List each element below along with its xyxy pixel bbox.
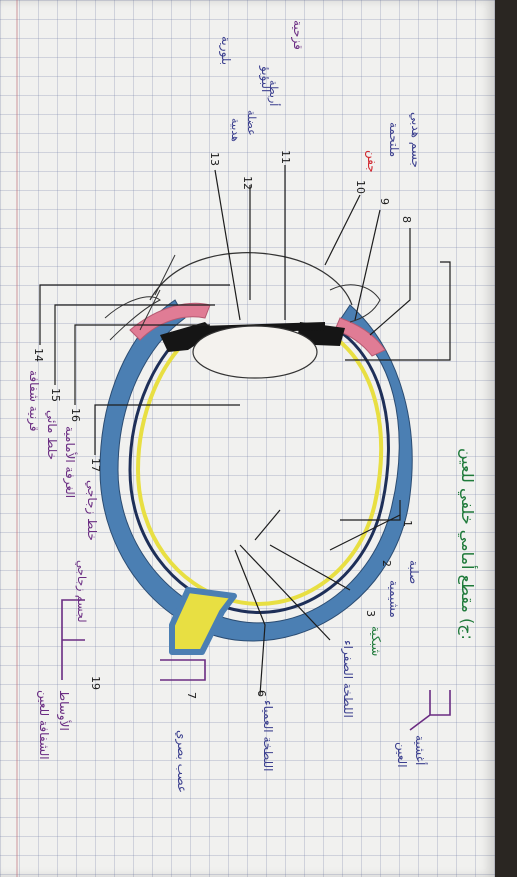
brackets xyxy=(62,600,450,730)
num-10: 10 xyxy=(354,180,367,194)
diagram-title: ج) مقطع أمامي خلفي للعين: xyxy=(457,448,478,640)
num-14: 14 xyxy=(32,348,45,362)
label-macula: اللطخة الصفراء xyxy=(340,640,355,718)
label-conjunctiva: ملتحمة xyxy=(387,122,401,157)
num-17: 17 xyxy=(89,458,102,472)
label-vitreous-body: لجسم زجاجي xyxy=(75,560,88,623)
num-13: 13 xyxy=(208,152,221,166)
eye-drawing xyxy=(100,253,412,652)
label-lens: بلورية xyxy=(218,36,233,65)
label-blind-spot: اللطخة العمياء xyxy=(261,700,275,771)
label-media: الأوساط xyxy=(56,690,72,731)
lens xyxy=(193,326,317,378)
num-19: 19 xyxy=(89,676,102,690)
label-eyelid: جفن xyxy=(364,150,379,173)
num-16: 16 xyxy=(69,408,82,422)
num-3: 3 xyxy=(364,610,377,617)
label-ciliary: هدبية xyxy=(229,118,242,142)
num-6: 6 xyxy=(255,690,268,697)
label-ligaments: أربطة xyxy=(267,80,281,106)
label-cornea: قرنية شفافة xyxy=(26,370,41,432)
label-iris: قزحية xyxy=(290,20,305,50)
label-sclera: صلبة xyxy=(407,560,421,584)
label-optic-nerve: عصب بصري xyxy=(174,730,189,793)
label-choroid: مشيمية xyxy=(387,580,401,618)
num-15: 15 xyxy=(49,388,62,402)
label-aqueous-humor: خلط مائي xyxy=(45,410,59,460)
label-membranes-eye: العين xyxy=(394,742,409,768)
label-retina: شبكية xyxy=(369,626,383,656)
label-membranes: أغشية xyxy=(413,735,428,765)
label-ciliary-body: جسم هدبي xyxy=(409,112,423,168)
label-media-eye: الشفافة للعين xyxy=(36,690,51,760)
num-1: 1 xyxy=(401,520,414,527)
bracket-optic-nerve xyxy=(160,660,205,680)
cornea-outline xyxy=(150,253,352,305)
num-11: 11 xyxy=(279,150,292,164)
label-muscle: عضلة xyxy=(245,110,258,136)
bracket-membranes xyxy=(410,690,450,730)
num-2: 2 xyxy=(380,560,393,567)
label-vitreous-humor: خلط زجاجي xyxy=(84,480,99,541)
num-7: 7 xyxy=(185,692,198,699)
num-9: 9 xyxy=(378,198,391,205)
label-anterior-chamber: الغرفة الأمامية xyxy=(62,426,78,498)
num-12: 12 xyxy=(241,176,254,190)
num-8: 8 xyxy=(400,216,413,223)
